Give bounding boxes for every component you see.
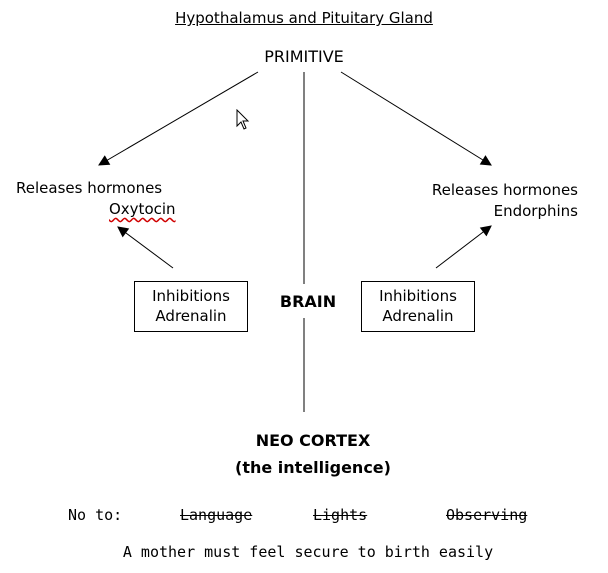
right-box-line2: Adrenalin	[382, 307, 454, 325]
neo-cortex-label: NEO CORTEX (the intelligence)	[0, 427, 608, 481]
no-to-item-lights: Lights	[313, 506, 368, 524]
no-to-item-language: Language	[180, 506, 253, 524]
right-release-text: Releases hormones Endorphins	[432, 180, 578, 222]
right-release-line1: Releases hormones	[431, 181, 578, 199]
no-to-label: No to:	[68, 506, 123, 524]
diagram-title: Hypothalamus and Pituitary Gland	[175, 9, 433, 27]
left-release-line1: Releases hormones	[16, 179, 163, 197]
arrow-primitive-to-left	[98, 71, 259, 166]
arrow-primitive-to-right	[340, 71, 492, 166]
brain-label: BRAIN	[275, 292, 341, 311]
brain-label-wrap: BRAIN	[0, 292, 608, 311]
primitive-label: PRIMITIVE	[264, 47, 344, 66]
left-release-text: Releases hormones Oxytocin	[16, 178, 176, 220]
left-box-line1: Inhibitions	[152, 287, 230, 305]
right-box-line1: Inhibitions	[379, 287, 457, 305]
left-box-line2: Adrenalin	[155, 307, 227, 325]
arrow-right-box-to-endorphins	[435, 225, 492, 269]
left-inhibitions-box: Inhibitions Adrenalin	[134, 281, 248, 332]
oxytocin-label: Oxytocin	[109, 200, 176, 218]
right-inhibitions-box: Inhibitions Adrenalin	[361, 281, 475, 332]
endorphins-label: Endorphins	[493, 202, 578, 220]
neo-cortex-line2: (the intelligence)	[235, 458, 391, 477]
no-to-item-observing: Observing	[446, 506, 528, 524]
arrow-left-box-to-oxytocin	[117, 226, 174, 269]
footer-statement: A mother must feel secure to birth easil…	[122, 543, 494, 561]
mouse-pointer-icon	[236, 109, 250, 130]
neo-cortex-line1: NEO CORTEX	[255, 431, 371, 450]
